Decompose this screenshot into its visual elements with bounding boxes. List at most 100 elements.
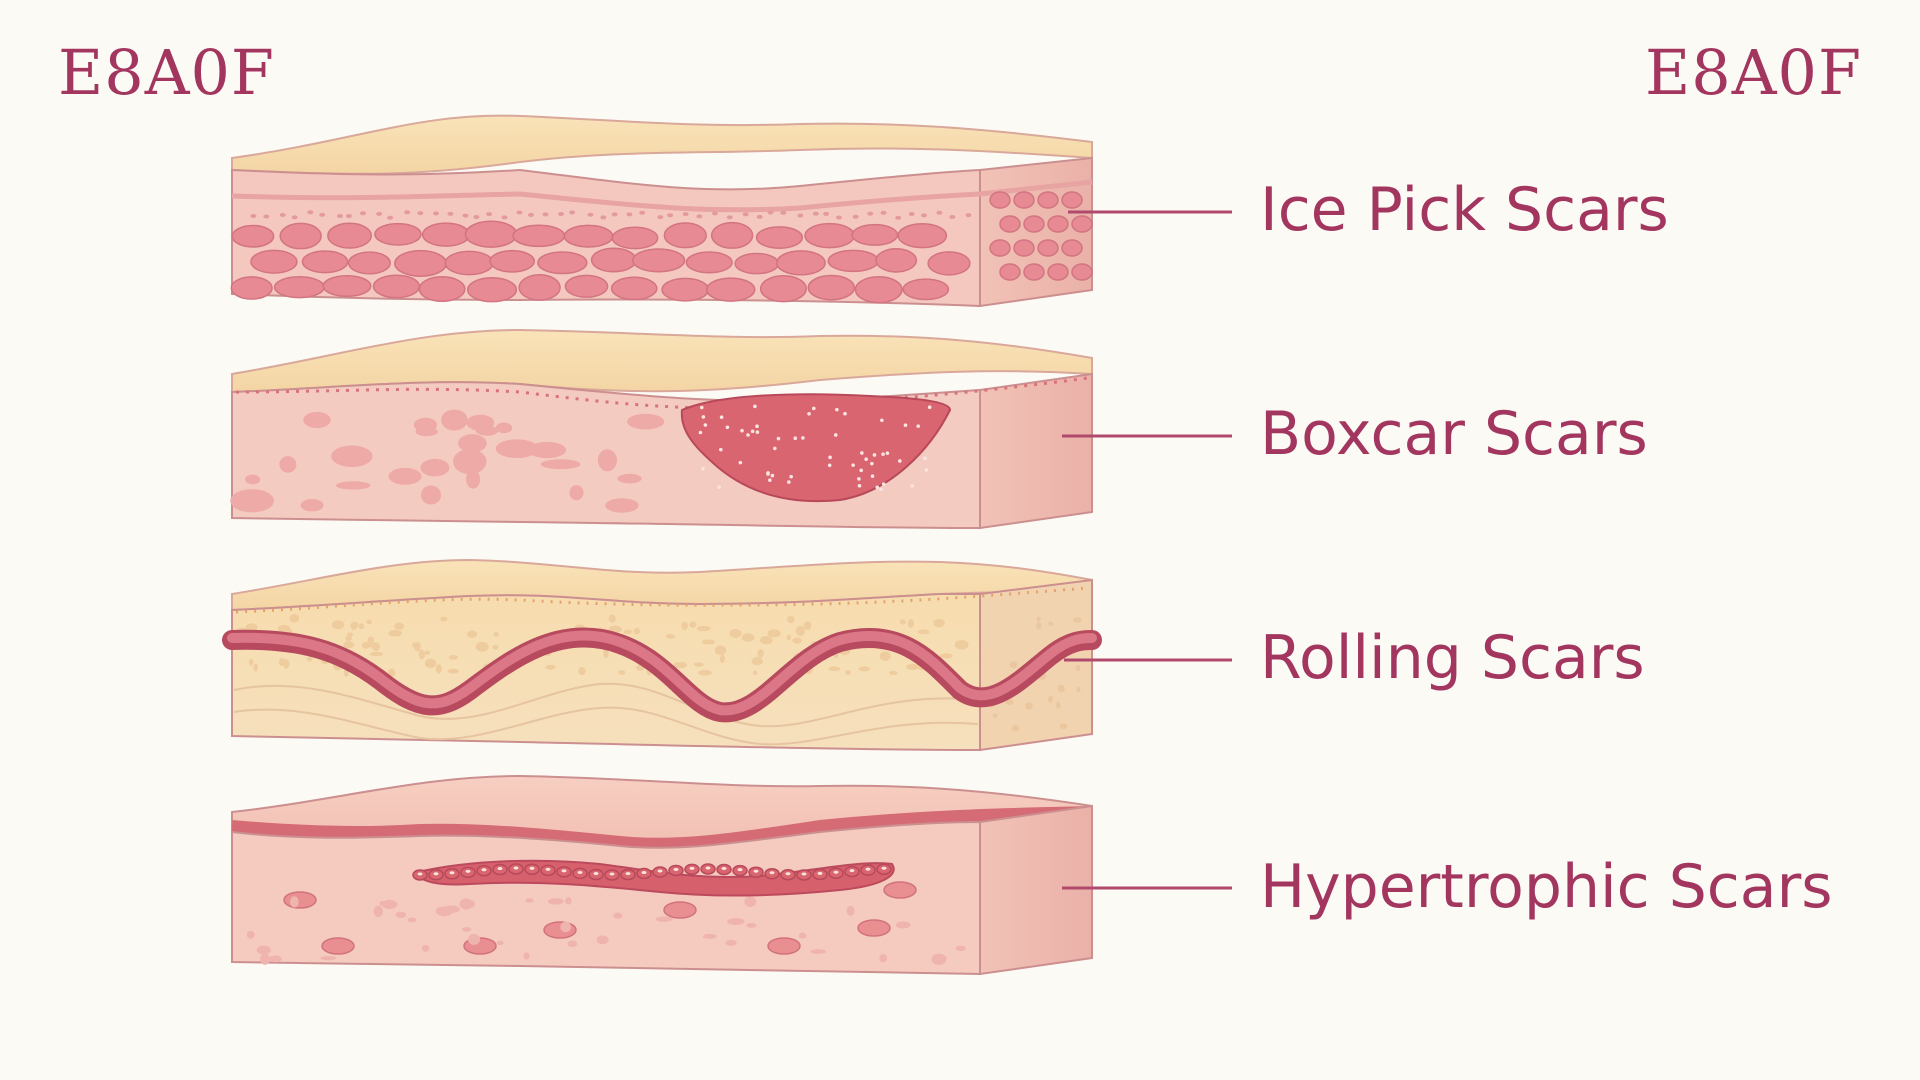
tissue-cell: [394, 249, 448, 277]
scar-speck: [703, 423, 708, 427]
dermis-speck: [289, 613, 300, 623]
dermis-blob: [420, 458, 450, 477]
dermis-speck: [373, 905, 383, 918]
dermis-speck: [567, 940, 578, 948]
scar-bead-highlight: [753, 869, 759, 873]
scar-speck: [719, 415, 724, 420]
dermis-blob: [453, 448, 487, 475]
scar-speck: [827, 463, 832, 468]
scar-speck: [860, 451, 864, 455]
rolling-strata-2: [233, 706, 979, 746]
scar-speck: [835, 407, 839, 412]
tissue-cell: [418, 276, 466, 302]
scar-speck: [701, 415, 706, 419]
tissue-speck: [486, 212, 493, 217]
dermis-speck: [744, 896, 757, 907]
scar-speck: [699, 405, 704, 410]
dermis-speck: [468, 900, 476, 908]
scar-speck: [719, 447, 723, 452]
tissue-speck: [558, 211, 565, 216]
scar-speck: [898, 459, 902, 463]
tissue-cell: [989, 191, 1011, 209]
scar-speck: [776, 436, 781, 441]
boxcar-dermis-blobs: [230, 409, 665, 513]
dermis-blob: [458, 434, 487, 453]
dermis-speck: [879, 953, 888, 963]
dermis-blob: [245, 474, 261, 485]
dermis-speck: [248, 658, 254, 666]
tissue-speck: [657, 215, 664, 220]
scar-speck: [746, 433, 750, 437]
tissue-cell: [489, 249, 536, 273]
scar-bead-highlight: [481, 868, 487, 872]
tissue-speck: [569, 210, 576, 215]
tissue-cell: [804, 222, 855, 249]
dermis-speck: [343, 641, 354, 649]
hypertrophic-ridge: [231, 806, 1093, 850]
tissue-speck: [756, 214, 763, 219]
scar-bead-highlight: [849, 869, 855, 873]
scar-speck: [910, 483, 914, 488]
tissue-cell: [775, 250, 826, 276]
scar-speck: [725, 425, 730, 430]
dermis-speck: [565, 897, 572, 905]
dermis-speck: [702, 933, 717, 939]
tissue-cell: [1023, 263, 1045, 281]
scar-bead-highlight: [865, 867, 871, 871]
scar-speck: [864, 457, 868, 462]
scar-speck: [881, 452, 885, 456]
dermis-speck: [608, 614, 616, 623]
dermis-speck: [931, 953, 947, 965]
dermis-blob: [627, 413, 665, 430]
dermis-speck: [751, 657, 763, 666]
tissue-cell: [999, 215, 1021, 233]
tissue-cell: [444, 250, 494, 276]
scar-speck: [916, 424, 921, 428]
dermis-speck: [719, 654, 726, 664]
dermis-speck: [256, 945, 271, 955]
dermis-speck: [363, 641, 375, 648]
scar-speck: [773, 446, 777, 451]
dermis-blob: [597, 449, 618, 472]
scar-bead-highlight: [417, 872, 423, 876]
dermis-speck: [810, 949, 827, 954]
dermis-speck: [1009, 661, 1018, 669]
dermis-speck: [757, 648, 764, 658]
tissue-speck: [936, 210, 943, 215]
tissue-cell: [1061, 191, 1083, 209]
dermis-speck: [746, 922, 757, 928]
scar-speck: [924, 468, 929, 472]
dermis-speck: [828, 666, 841, 671]
tissue-cell: [1047, 263, 1069, 281]
dermis-speck: [345, 635, 352, 641]
dermis-blob: [283, 891, 317, 909]
dermis-blob: [495, 439, 539, 459]
scar-bead-highlight: [705, 866, 711, 870]
scar-speck: [875, 485, 880, 490]
scar-bead-highlight: [641, 871, 647, 875]
tissue-speck: [949, 214, 956, 219]
tissue-cell: [347, 251, 391, 275]
tissue-cell: [466, 277, 518, 303]
scar-speck: [793, 436, 798, 441]
dermis-speck: [388, 629, 402, 637]
rolling-strata-1: [233, 682, 979, 728]
dermis-blob: [300, 499, 324, 512]
tissue-speck: [797, 213, 804, 218]
scar-speck: [833, 433, 838, 437]
dermis-speck: [753, 670, 758, 676]
dermis-speck: [382, 899, 398, 910]
dermis-speck: [245, 623, 258, 632]
dermis-speck: [421, 944, 430, 952]
dermis-speck: [1059, 723, 1068, 730]
tissue-speck: [473, 214, 480, 219]
tissue-speck: [626, 212, 633, 217]
scar-bead-highlight: [785, 872, 791, 876]
dermis-speck: [320, 956, 337, 961]
tissue-cell: [279, 222, 322, 250]
dermis-blob: [527, 441, 567, 459]
scar-bead-highlight: [721, 866, 727, 870]
hypertrophic-dermis-blobs: [246, 881, 966, 965]
scar-bead-highlight: [593, 872, 599, 876]
dermis-blob: [495, 422, 513, 434]
